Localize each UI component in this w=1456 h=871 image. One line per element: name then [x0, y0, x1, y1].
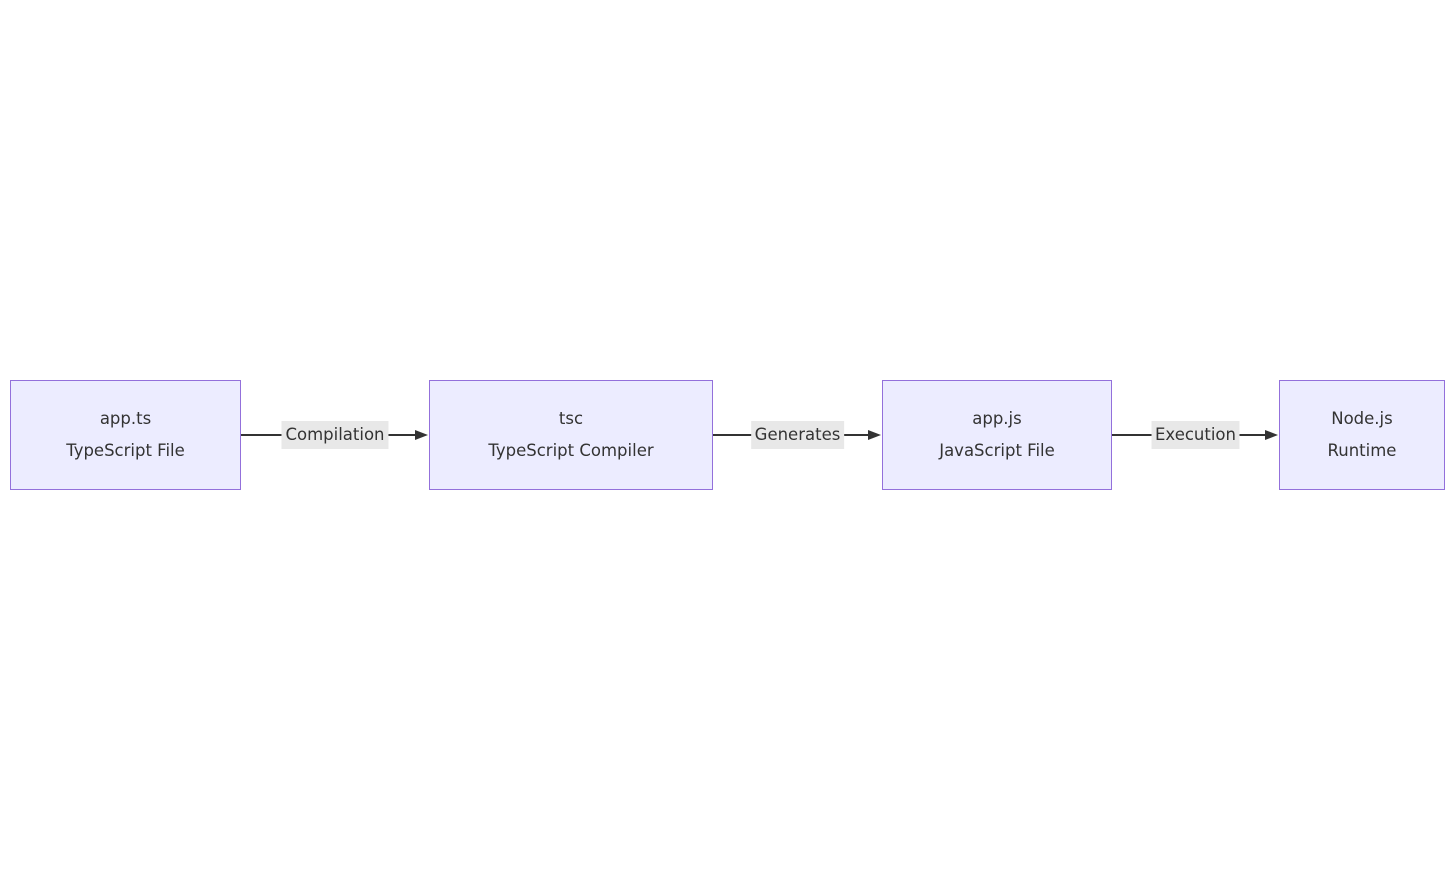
edge-label: Execution [1151, 421, 1240, 449]
edge-generates: Generates [713, 380, 882, 490]
node-label: Node.js Runtime [1328, 403, 1397, 467]
node-label: app.ts TypeScript File [66, 403, 185, 467]
node-app-js: app.js JavaScript File [882, 380, 1112, 490]
node-title: tsc [558, 409, 584, 428]
arrowhead-icon [868, 430, 881, 440]
node-subtitle: JavaScript File [939, 441, 1055, 460]
node-subtitle: TypeScript File [66, 441, 185, 460]
flowchart-typescript-pipeline: app.ts TypeScript File Compilation tsc T… [10, 380, 1445, 490]
node-subtitle: Runtime [1327, 441, 1397, 460]
edge-label: Compilation [281, 421, 389, 449]
arrowhead-icon [1265, 430, 1278, 440]
node-tsc: tsc TypeScript Compiler [429, 380, 713, 490]
edge-execution: Execution [1112, 380, 1279, 490]
edge-label: Generates [750, 421, 845, 449]
node-title: app.js [972, 409, 1022, 428]
node-label: app.js JavaScript File [939, 403, 1055, 467]
node-app-ts: app.ts TypeScript File [10, 380, 241, 490]
node-label: tsc TypeScript Compiler [488, 403, 653, 467]
node-title: app.ts [99, 409, 152, 428]
node-subtitle: TypeScript Compiler [488, 441, 654, 460]
arrowhead-icon [415, 430, 428, 440]
edge-compilation: Compilation [241, 380, 429, 490]
node-title: Node.js [1331, 409, 1393, 428]
node-nodejs-runtime: Node.js Runtime [1279, 380, 1445, 490]
